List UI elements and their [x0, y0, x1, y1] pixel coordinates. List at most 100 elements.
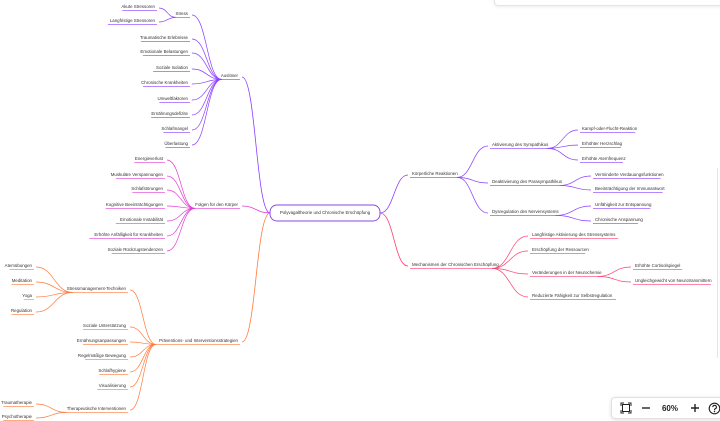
edge-ursachen-uberlastung [191, 79, 222, 146]
root-node[interactable] [269, 204, 381, 222]
node-chronische-krankheiten[interactable]: Chronische Krankheiten [141, 80, 188, 85]
node-akute-stressoren[interactable]: Akute Stressoren [121, 4, 155, 9]
node-reduzierte-fahigkeit-zur-selbstregulation[interactable]: Reduzierte Fähigkeit zur Selbstregulatio… [532, 293, 613, 298]
mindmap-edges [3, 7, 711, 421]
branch-mechanismen[interactable]: Mechanismen der Chronischen Erschöpfung [412, 262, 499, 267]
minus-icon[interactable] [638, 399, 655, 417]
edge-dysregulation-des-nervensystems-unfahigkeit-zur-entspannung [555, 205, 592, 216]
node-ungleichgewicht-von-neurotransmittern[interactable]: Ungleichgewicht von Neurotransmittern [635, 278, 712, 283]
node-dysregulation-des-nervensystems[interactable]: Dysregulation des Nervensystems [492, 209, 559, 214]
branch-reaktionen[interactable]: Körperliche Reaktionen [412, 171, 458, 176]
edge-ursachen-schlafmangel [191, 79, 222, 131]
node-umweltfaktoren[interactable]: Umweltfaktoren [157, 96, 188, 101]
node-erhohte-cortisolspiegel[interactable]: Erhöhte Cortisolspiegel [635, 263, 680, 268]
node-stressmanagement-techniken[interactable]: Stressmanagement-Techniken [67, 286, 127, 291]
node-psychotherapie[interactable]: Psychotherapie [2, 414, 33, 419]
node-visualisierung[interactable]: Visualisierung [99, 383, 127, 388]
edge-aktivierung-des-sympathikus-kampf-oder-flucht-reaktion [547, 129, 579, 149]
edge-root-reaktionen [379, 174, 409, 214]
edge-reaktionen-aktivierung-des-sympathikus [457, 145, 489, 178]
edge-ursachen-ernahrungsdefizite [191, 79, 222, 116]
edge-root-folgen [241, 205, 271, 214]
node-emotionale-belastungen[interactable]: Emotionale Belastungen [140, 49, 188, 54]
node-verminderte-verdauungsfunktionen[interactable]: Verminderte Verdauungsfunktionen [595, 172, 664, 177]
branch-praevention[interactable]: Präventions- und Interventionsstrategien [159, 338, 238, 343]
zoom-level: 60% [661, 403, 678, 413]
node-soziale-isolation[interactable]: Soziale Isolation [156, 65, 189, 70]
node-yoga[interactable]: Yoga [22, 293, 32, 298]
right-panel-edge [717, 168, 720, 358]
node-veranderungen-in-der-neurochemie[interactable]: Veränderungen in der Neurochemie [532, 270, 602, 275]
root-node-label[interactable]: Polyvagaltheorie und Chronische Erschöpf… [280, 210, 371, 215]
mindmap-nodes: Polyvagaltheorie und Chronische Erschöpf… [1, 4, 712, 419]
edge-praevention-therapeutische-interventionen [129, 344, 157, 411]
node-beeintrachtigung-der-immunantwort[interactable]: Beeinträchtigung der Immunantwort [595, 186, 665, 191]
edge-therapeutische-interventionen-traumatherapie [35, 403, 67, 413]
question-icon[interactable] [706, 399, 720, 417]
node-deaktivierung-des-parasympathikus[interactable]: Deaktivierung des Parasympathikus [492, 179, 563, 184]
edge-reaktionen-dysregulation-des-nervensystems [457, 177, 489, 214]
node-kampf-oder-flucht-reaktion[interactable]: Kampf-oder-Flucht-Reaktion [582, 126, 638, 131]
node-stress[interactable]: Stress [176, 11, 189, 16]
node-erhohter-herzschlag[interactable]: Erhöhter Herzschlag [582, 141, 623, 146]
node-erhohte-anfalligkeit-fur-krankheiten[interactable]: Erhöhte Anfälligkeit für Krankheiten [94, 232, 163, 237]
edge-mechanismen-reduzierte-fahigkeit-zur-selbstregulation [491, 268, 529, 298]
edge-root-mechanismen [379, 212, 409, 267]
edge-folgen-erhohte-anfalligkeit-fur-krankheiten [166, 208, 195, 237]
node-langfristige-stressoren[interactable]: Langfristige Stressoren [110, 18, 156, 23]
node-traumatische-erlebnisse[interactable]: Traumatische Erlebnisse [140, 35, 189, 40]
edge-stressmanagement-techniken-meditation [35, 281, 73, 293]
edge-mechanismen-erschopfung-der-ressourcen [491, 250, 529, 269]
edge-veranderungen-in-der-neurochemie-ungleichgewicht-von-neurotransmittern [597, 276, 632, 283]
node-emotionale-instabilitat[interactable]: Emotionale Instabilität [120, 217, 164, 222]
branch-folgen[interactable]: Folgen für den Körper [195, 202, 238, 207]
edge-aktivierung-des-sympathikus-erhohte-atemfrequenz [547, 148, 579, 161]
node-kognitive-beeintrachtigungen[interactable]: Kognitive Beeinträchtigungen [106, 202, 164, 207]
edge-ursachen-soziale-isolation [191, 68, 222, 80]
node-schlafhygiene[interactable]: Schlafhygiene [98, 368, 126, 373]
node-chronische-anspannung[interactable]: Chronische Anspannung [595, 217, 643, 222]
top-panel [494, 0, 720, 6]
node-soziale-unterstutzung[interactable]: Soziale Unterstützung [83, 323, 127, 328]
edge-ursachen-stress [191, 14, 222, 80]
node-muskulare-verspannungen[interactable]: Muskuläre Verspannungen [111, 172, 164, 177]
fit-view-icon[interactable] [618, 399, 635, 417]
node-regelmassige-bewegung[interactable]: Regelmäßige Bewegung [78, 353, 127, 358]
edge-folgen-muskulare-verspannungen [166, 175, 196, 209]
edge-stress-langfristige-stressoren [158, 17, 176, 23]
edge-stressmanagement-techniken-atemubungen [35, 266, 73, 293]
edge-root-ursachen [241, 76, 271, 214]
node-soziale-ruckzugstendenzen[interactable]: Soziale Rückzugstendenzen [108, 247, 164, 252]
zoom-toolbar: 60% [611, 397, 720, 419]
plus-icon[interactable] [686, 399, 703, 417]
edge-reaktionen-deaktivierung-des-parasympathikus [457, 177, 489, 184]
node-ernahrungsanpassungen[interactable]: Ernährungsanpassungen [77, 338, 127, 343]
edge-dysregulation-des-nervensystems-chronische-anspannung [555, 215, 592, 222]
node-erhohte-atemfrequenz[interactable]: Erhöhte Atemfrequenz [582, 156, 626, 161]
edge-root-praevention [241, 212, 271, 343]
edge-praevention-stressmanagement-techniken [129, 289, 157, 345]
node-aktivierung-des-sympathikus[interactable]: Aktivierung des Sympathikus [492, 142, 549, 147]
node-traumatherapie[interactable]: Traumatherapie [1, 400, 32, 405]
node-ernahrungsdefizite[interactable]: Ernährungsdefizite [151, 111, 188, 116]
edge-mechanismen-veranderungen-in-der-neurochemie [491, 268, 529, 275]
node-uberlastung[interactable]: Überlastung [164, 141, 188, 146]
edge-ursachen-traumatische-erlebnisse [191, 38, 222, 80]
node-unfahigkeit-zur-entspannung[interactable]: Unfähigkeit zur Entspannung [595, 202, 652, 207]
node-regulation[interactable]: Regulation [11, 308, 33, 313]
node-erschopfung-der-ressourcen[interactable]: Erschöpfung der Ressourcen [532, 247, 589, 252]
node-atemubungen[interactable]: Atemübungen [5, 263, 33, 268]
edge-folgen-soziale-ruckzugstendenzen [166, 208, 196, 252]
node-langfristige-aktivierung-des-stresssystems[interactable]: Langfristige Aktivierung des Stresssyste… [532, 232, 616, 237]
edge-stressmanagement-techniken-regulation [35, 292, 73, 313]
node-schlafmangel[interactable]: Schlafmangel [161, 126, 188, 131]
edge-deaktivierung-des-parasympathikus-verminderte-verdauungsfunktionen [559, 175, 592, 186]
node-meditation[interactable]: Meditation [12, 278, 33, 283]
node-energieverlust[interactable]: Energieverlust [135, 156, 164, 161]
node-therapeutische-interventionen[interactable]: Therapeutische Interventionen [67, 406, 127, 411]
edge-deaktivierung-des-parasympathikus-beeintrachtigung-der-immunantwort [559, 185, 592, 191]
node-schlafstorungen[interactable]: Schlafstörungen [131, 186, 163, 191]
edge-ursachen-emotionale-belastungen [191, 52, 222, 80]
branch-ursachen[interactable]: Auslöser [221, 73, 239, 78]
